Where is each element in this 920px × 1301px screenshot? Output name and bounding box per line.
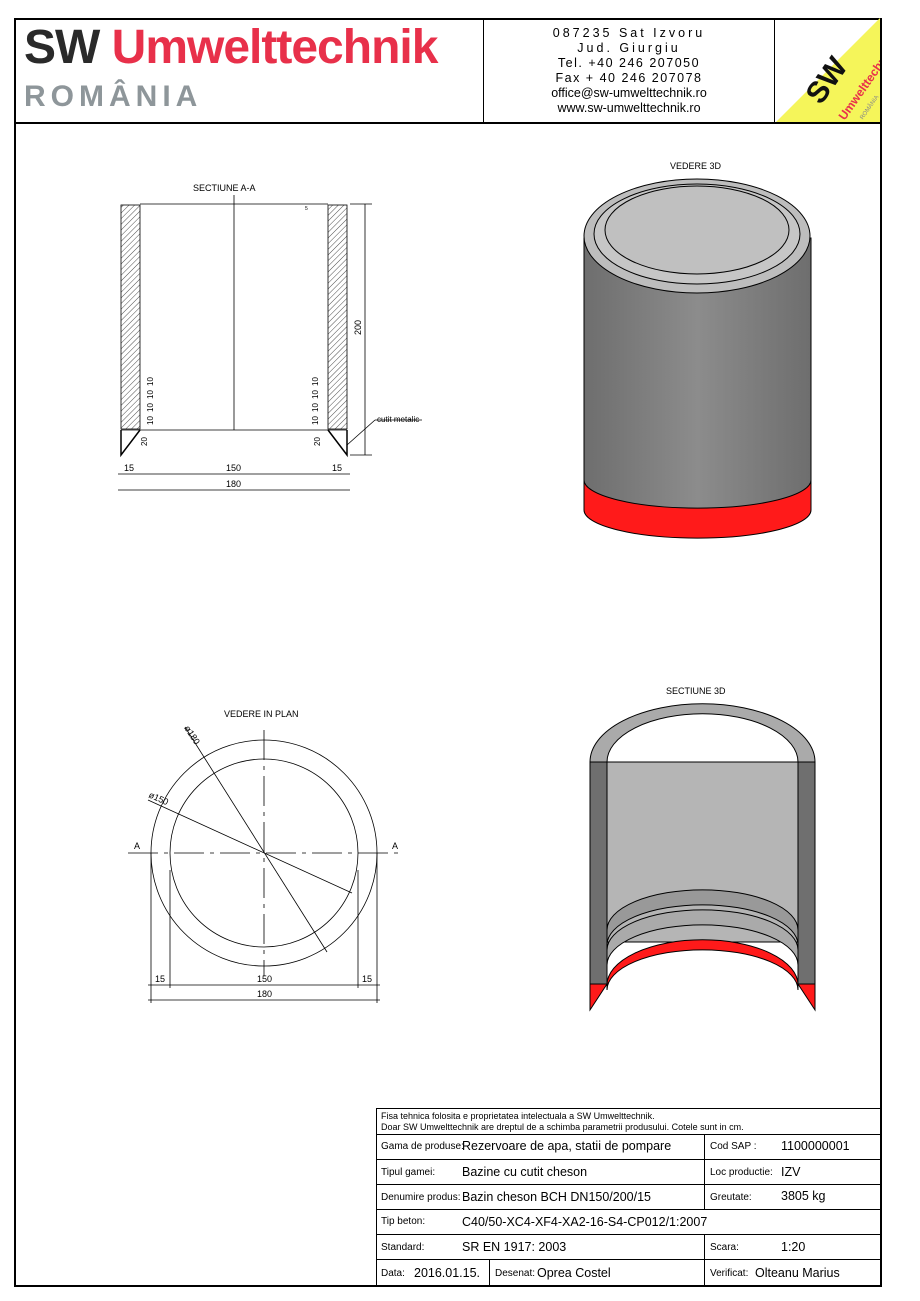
note-rights: Doar SW Umwelttechnik are dreptul de a s… <box>381 1122 744 1132</box>
loc-value: IZV <box>781 1165 801 1179</box>
svg-text:15: 15 <box>332 463 342 473</box>
svg-text:180: 180 <box>257 989 272 999</box>
svg-text:10: 10 <box>146 390 155 399</box>
row-tip: Tipul gamei: Bazine cu cutit cheson Loc … <box>377 1160 881 1185</box>
verificat-value: Olteanu Marius <box>755 1266 840 1280</box>
loc-label: Loc productie: <box>710 1167 773 1178</box>
svg-text:200: 200 <box>353 320 363 335</box>
section-aa-title: SECTIUNE A-A <box>193 183 256 193</box>
county: Jud. Giurgiu <box>577 41 681 55</box>
section-3d-title: SECTIUNE 3D <box>666 686 726 696</box>
data-value: 2016.01.15. <box>414 1266 481 1280</box>
svg-text:20: 20 <box>140 437 149 446</box>
divider <box>704 1235 705 1286</box>
note-ownership: Fisa tehnica folosita e proprietatea int… <box>381 1111 655 1121</box>
cod-label: Cod SAP : <box>710 1141 757 1152</box>
row-data: Data: 2016.01.15. Desenat: Oprea Costel … <box>377 1260 881 1285</box>
section-aa-drawing: SECTIUNE A-A 200 cutit metalic 20 20 10 … <box>118 183 422 491</box>
svg-text:15: 15 <box>155 974 165 984</box>
std-label: Standard: <box>381 1242 425 1253</box>
scara-label: Scara: <box>710 1242 739 1253</box>
tip-value: Bazine cu cutit cheson <box>462 1165 588 1179</box>
svg-text:ø180: ø180 <box>182 724 202 747</box>
greut-label: Greutate: <box>710 1192 752 1203</box>
phone: Tel. +40 246 207050 <box>557 56 701 70</box>
company-logo: SW Umwelttechnik ROMÂNIA <box>776 18 880 122</box>
desenat-label: Desenat: <box>495 1268 536 1279</box>
greut-value: 3805 kg <box>781 1189 826 1203</box>
page-frame <box>14 18 882 1287</box>
divider <box>704 1134 705 1209</box>
svg-text:A: A <box>392 841 398 851</box>
view-3d-drawing: VEDERE 3D <box>583 161 812 539</box>
svg-text:5: 5 <box>305 206 308 212</box>
row-beton: Tip beton: C40/50-XC4-XF4-XA2-16-S4-CP01… <box>377 1210 881 1235</box>
svg-text:10: 10 <box>146 403 155 412</box>
svg-text:10: 10 <box>311 416 320 425</box>
std-value: SR EN 1917: 2003 <box>462 1240 567 1254</box>
svg-text:20: 20 <box>313 437 322 446</box>
row-denumire: Denumire produs: Bazin cheson BCH DN150/… <box>377 1185 881 1210</box>
beton-label: Tip beton: <box>381 1216 426 1227</box>
brand-logo: SW Umwelttechnik <box>24 20 439 75</box>
svg-text:10: 10 <box>311 403 320 412</box>
row-gama: Gama de produse: Rezervoare de apa, stat… <box>377 1134 881 1160</box>
title-block: Fisa tehnica folosita e proprietatea int… <box>376 1108 881 1286</box>
svg-text:180: 180 <box>226 479 241 489</box>
contact-info: 087235 Sat Izvoru Jud. Giurgiu Tel. +40 … <box>483 18 775 122</box>
email: office@sw-umwelttechnik.ro <box>551 86 707 100</box>
row-standard: Standard: SR EN 1917: 2003 Scara: 1:20 <box>377 1235 881 1260</box>
svg-text:10: 10 <box>146 416 155 425</box>
scara-value: 1:20 <box>781 1240 806 1254</box>
gama-label: Gama de produse: <box>381 1141 464 1152</box>
brand-name: Umwelttechnik <box>111 21 439 74</box>
plan-view-drawing: VEDERE IN PLAN ø180 ø150 A A 15 150 15 1… <box>128 709 400 1003</box>
website: www.sw-umwelttechnik.ro <box>557 101 701 115</box>
plan-title: VEDERE IN PLAN <box>224 709 299 719</box>
knife-label: cutit metalic <box>377 415 419 424</box>
desenat-value: Oprea Costel <box>537 1266 611 1280</box>
beton-value: C40/50-XC4-XF4-XA2-16-S4-CP012/1:2007 <box>462 1215 708 1229</box>
verificat-label: Verificat: <box>710 1268 749 1279</box>
notes-row: Fisa tehnica folosita e proprietatea int… <box>377 1109 881 1135</box>
brand-sw: SW <box>24 21 100 74</box>
gama-value: Rezervoare de apa, statii de pompare <box>462 1139 672 1153</box>
brand-country: ROMÂNIA <box>24 80 203 113</box>
view-3d-title: VEDERE 3D <box>670 161 722 171</box>
divider <box>489 1260 490 1286</box>
svg-text:15: 15 <box>124 463 134 473</box>
fax: Fax + 40 246 207078 <box>555 71 703 85</box>
svg-text:15: 15 <box>362 974 372 984</box>
svg-text:10: 10 <box>311 390 320 399</box>
address: 087235 Sat Izvoru <box>552 26 706 40</box>
den-value: Bazin cheson BCH DN150/200/15 <box>462 1190 652 1204</box>
svg-text:10: 10 <box>311 377 320 386</box>
svg-text:150: 150 <box>226 463 241 473</box>
data-label: Data: <box>381 1268 405 1279</box>
section-3d-drawing: SECTIUNE 3D <box>589 686 816 1012</box>
svg-text:A: A <box>134 841 140 851</box>
den-label: Denumire produs: <box>381 1192 461 1203</box>
cod-value: 1100000001 <box>781 1139 850 1153</box>
tip-label: Tipul gamei: <box>381 1167 436 1178</box>
header: SW Umwelttechnik ROMÂNIA 087235 Sat Izvo… <box>14 18 880 124</box>
svg-text:150: 150 <box>257 974 272 984</box>
svg-text:10: 10 <box>146 377 155 386</box>
